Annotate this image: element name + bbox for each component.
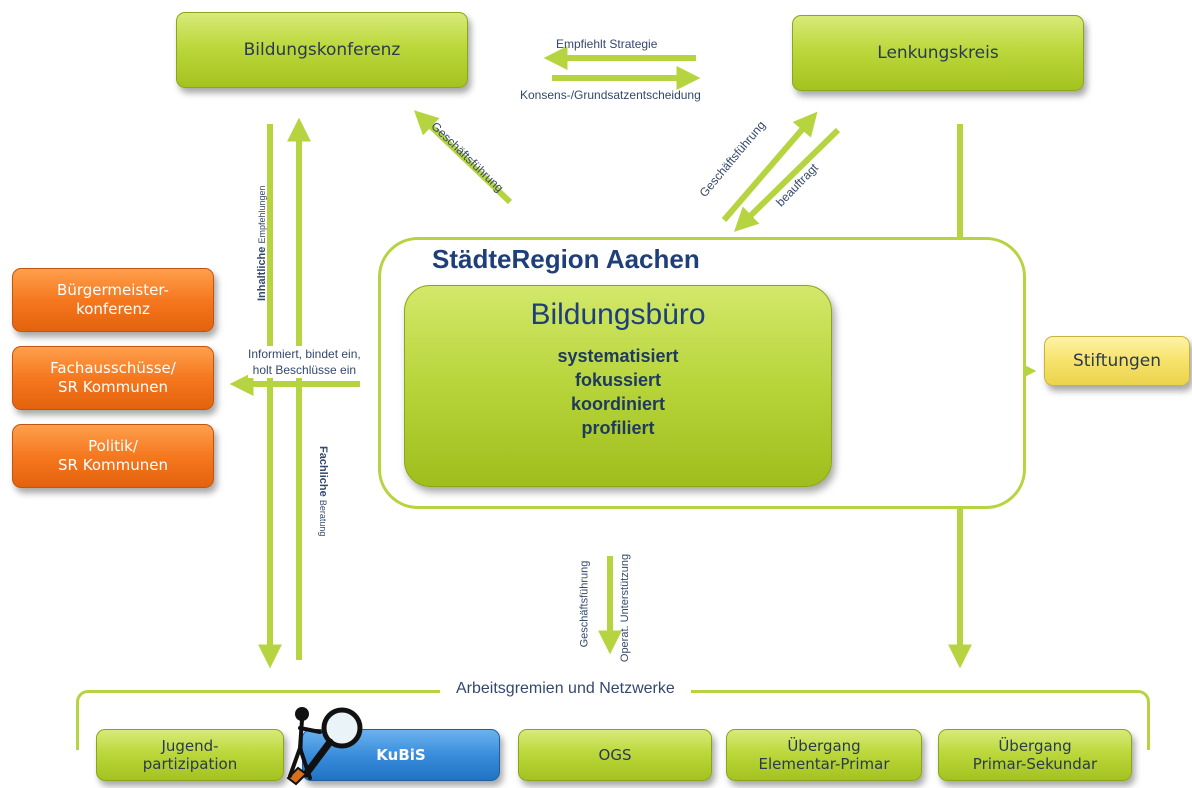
- bildungskonferenz-box: Bildungskonferenz: [176, 12, 468, 88]
- kubis-label: KuBiS: [376, 746, 426, 764]
- empfiehlt-label: Empfiehlt Strategie: [556, 37, 658, 51]
- inhaltliche-rest: Empfehlungen: [257, 185, 267, 244]
- politik-box: Politik/ SR Kommunen: [12, 424, 214, 488]
- network-box-ogs: OGS: [518, 729, 712, 781]
- network-box-uebergang-elementar: Übergang Elementar-Primar: [726, 729, 922, 781]
- fachausschuesse-box: Fachausschüsse/ SR Kommunen: [12, 346, 214, 410]
- buero-line-profiliert: profiliert: [581, 418, 655, 438]
- fachliche-rest: Beratung: [318, 499, 328, 537]
- ogs-label: OGS: [598, 746, 632, 764]
- informiert-line2: holt Beschlüsse ein: [252, 363, 357, 377]
- arrow-gf-right: [721, 111, 818, 222]
- bildungsbuero-list: systematisiert fokussiert koordiniert pr…: [557, 344, 678, 440]
- informiert-label: Informiert, bindet ein, holt Beschlüsse …: [248, 346, 361, 378]
- buero-line-systematisiert: systematisiert: [557, 346, 679, 366]
- network-title: Arbeitsgremien und Netzwerke: [440, 680, 691, 698]
- buero-line-fokussiert: fokussiert: [574, 370, 661, 390]
- politik-line1: Politik/: [88, 437, 138, 456]
- lenkungskreis-label: Lenkungskreis: [877, 42, 999, 63]
- network-box-uebergang-primar: Übergang Primar-Sekundar: [938, 729, 1132, 781]
- operat-label: Operat. Unterstützung: [619, 553, 632, 663]
- buergermeister-line1: Bürgermeister-: [57, 281, 169, 300]
- buergermeister-box: Bürgermeister- konferenz: [12, 268, 214, 332]
- bildungskonferenz-label: Bildungskonferenz: [243, 39, 401, 60]
- buero-line-koordiniert: koordiniert: [570, 394, 665, 414]
- inhaltliche-label: Inhaltliche Empfehlungen: [256, 151, 268, 301]
- primar-line2: Primar-Sekundar: [972, 755, 1098, 773]
- arrow-beauftragt: [733, 127, 841, 232]
- stiftungen-label: Stiftungen: [1072, 350, 1162, 371]
- fachausschuesse-line1: Fachausschüsse/: [50, 359, 176, 378]
- magnifier-figure-icon: [286, 707, 363, 786]
- politik-line2: SR Kommunen: [58, 456, 168, 474]
- fachliche-label: Fachliche Beratung: [317, 446, 329, 566]
- lenkungskreis-box: Lenkungskreis: [792, 15, 1084, 91]
- fachausschuesse-line2: SR Kommunen: [58, 378, 168, 396]
- gf-down-label: Geschäftsführung: [578, 560, 591, 648]
- elementar-line2: Elementar-Primar: [758, 755, 890, 773]
- informiert-line1: Informiert, bindet ein,: [248, 347, 361, 361]
- jugend-line2: partizipation: [142, 755, 238, 773]
- staedteregion-title: StädteRegion Aachen: [432, 244, 700, 274]
- inhaltliche-bold: Inhaltliche: [256, 246, 268, 301]
- primar-line1: Übergang: [998, 737, 1072, 755]
- bildungsbuero-title: Bildungsbüro: [530, 298, 706, 331]
- stiftungen-box: Stiftungen: [1044, 336, 1190, 386]
- buergermeister-line2: konferenz: [76, 300, 150, 318]
- fachliche-bold: Fachliche: [317, 446, 329, 497]
- elementar-line1: Übergang: [787, 737, 861, 755]
- konsens-label: Konsens-/Grundsatzentscheidung: [520, 88, 701, 102]
- jugend-line1: Jugend-: [161, 737, 219, 755]
- network-box-jugend: Jugend- partizipation: [96, 729, 284, 781]
- bildungsbuero-box: Bildungsbüro systematisiert fokussiert k…: [404, 285, 832, 487]
- arrow-gf-left: [413, 110, 513, 205]
